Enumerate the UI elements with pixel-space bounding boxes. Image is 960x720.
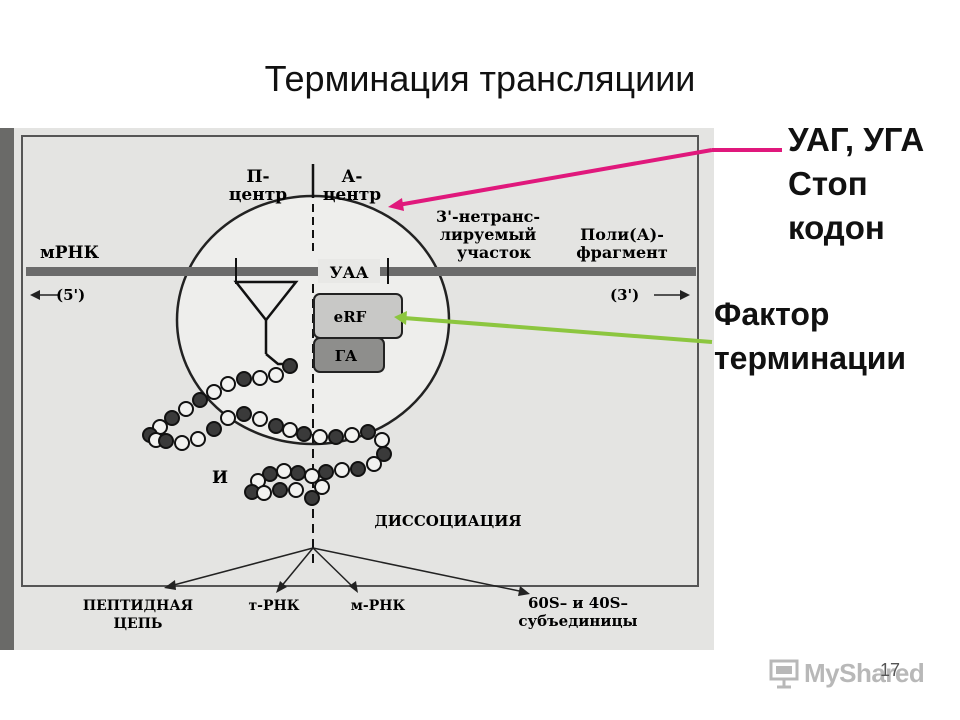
a-site-label-2: центр [323,185,381,205]
mrna-label: мРНК [40,243,100,263]
peptide-bead-chain [142,358,392,506]
presentation-icon [769,659,799,689]
codon-box [318,259,380,283]
amino-acid-bead [360,424,376,440]
factor-line-1: Фактор [714,296,830,332]
amino-acid-bead [312,429,328,445]
codon-label: УАА [329,263,368,282]
arrow-to-mrna [312,547,355,589]
amino-acid-bead [374,432,390,448]
polya-label-2: фрагмент [576,243,668,262]
p-site-label-1: П- [246,167,269,187]
ga-label: ГА [335,347,358,365]
trna-anticodon [233,280,299,323]
termination-diagram: П- центр А- центр 3'-нетранс- лируемый у… [0,128,699,650]
amino-acid-bead [350,461,366,477]
figure-frame [21,135,699,587]
amino-acid-bead [220,410,236,426]
amino-acid-bead [190,431,206,447]
peptide-label-2: ЦЕПЬ [114,616,163,632]
logo-text: MyShared [804,658,925,688]
a-site-label-1: А- [342,167,363,187]
amino-acid-bead [268,367,284,383]
amino-acid-bead [290,465,306,481]
amino-acid-bead [304,490,320,506]
utr-label-3: участок [457,243,532,262]
amino-acid-bead [272,482,288,498]
amino-acid-bead [192,392,208,408]
amino-acid-bead [282,358,298,374]
and-label: И [212,468,228,488]
amino-acid-bead [220,376,236,392]
scan-edge [0,128,14,650]
peptide-label-1: ПЕПТИДНАЯ [83,598,193,614]
amino-acid-bead [164,410,180,426]
arrowhead-mrna [349,581,358,593]
slide-title: Терминация трансляциии [264,58,696,99]
mrna-product-label: м-РНК [351,598,406,614]
amino-acid-bead [236,406,252,422]
amino-acid-bead [206,421,222,437]
dissociation-label: ДИССОЦИАЦИЯ [374,512,521,530]
amino-acid-bead [158,433,174,449]
amino-acid-bead [256,485,272,501]
erf-label: eRF [334,308,367,326]
amino-acid-bead [276,463,292,479]
amino-acid-bead [314,479,330,495]
polya-label-1: Поли(А)- [580,225,664,244]
arrowhead-subunits [518,586,530,596]
arrowhead-peptide [164,580,176,590]
stop-codon-line-2: Стоп [788,165,868,202]
subunits-label-2: субъединицы [518,612,637,630]
termination-factor-callout: Фактор терминации [714,292,906,380]
trna-label: т-РНК [249,598,300,614]
amino-acid-bead [262,466,278,482]
myshared-logo: MyShared [768,656,925,692]
amino-acid-bead [178,401,194,417]
stop-codon-line-3: кодон [788,209,885,246]
amino-acid-bead [174,435,190,451]
subunits-label-1: 60S– и 40S– [528,594,628,612]
amino-acid-bead [282,422,298,438]
amino-acid-bead [376,446,392,462]
p-site-label-2: центр [229,185,287,205]
scanned-diagram: П- центр А- центр 3'-нетранс- лируемый у… [0,128,714,650]
amino-acid-bead [296,426,312,442]
arrow-to-peptide [169,547,314,587]
page-number: 17 [880,660,901,680]
utr-label-1: 3'-нетранс- [436,207,540,226]
arrowhead-trna [276,581,287,593]
amino-acid-bead [366,456,382,472]
amino-acid-bead [252,411,268,427]
amino-acid-bead [328,429,344,445]
three-prime-arrowhead [680,290,690,300]
factor-line-2: терминации [714,340,907,376]
utr-label-2: лируемый [440,225,537,244]
stop-codon-line-1: УАГ, УГА [788,121,925,158]
amino-acid-bead [252,370,268,386]
ga-box [313,337,385,373]
arrow-to-trna [279,547,314,589]
arrow-to-subunits [312,547,525,593]
five-prime-label: (5') [56,286,85,304]
amino-acid-bead [318,464,334,480]
five-prime-arrowhead [30,290,40,300]
amino-acid-bead [206,384,222,400]
three-prime-label: (3') [610,286,639,304]
amino-acid-bead [288,482,304,498]
amino-acid-bead [268,418,284,434]
amino-acid-bead [334,462,350,478]
amino-acid-bead [236,371,252,387]
amino-acid-bead [344,427,360,443]
stop-codon-callout: УАГ, УГА Стоп кодон [788,118,924,250]
